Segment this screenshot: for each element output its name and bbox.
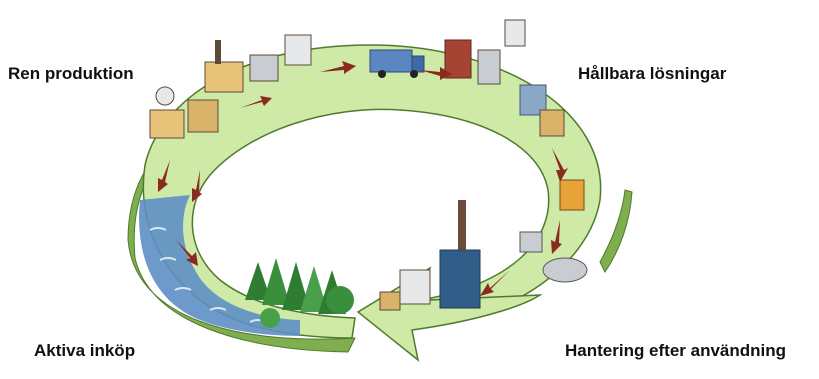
consumer-group xyxy=(444,19,565,137)
water xyxy=(139,195,300,336)
ring-side-right xyxy=(599,189,633,273)
factory-group xyxy=(149,34,312,139)
ring-top xyxy=(142,44,602,339)
recycling-group xyxy=(519,179,588,283)
water-ripples xyxy=(149,227,267,323)
power-plant xyxy=(379,200,481,311)
label-hallbara-losningar: Hållbara lösningar xyxy=(578,64,727,83)
flow-arrows xyxy=(158,61,568,296)
truck xyxy=(369,49,425,78)
label-hantering: Hantering efter användning xyxy=(565,341,787,360)
label-aktiva-inkop: Aktiva inköp xyxy=(34,341,136,360)
label-ren-produktion: Ren produktion xyxy=(8,64,134,83)
forest xyxy=(245,258,354,328)
